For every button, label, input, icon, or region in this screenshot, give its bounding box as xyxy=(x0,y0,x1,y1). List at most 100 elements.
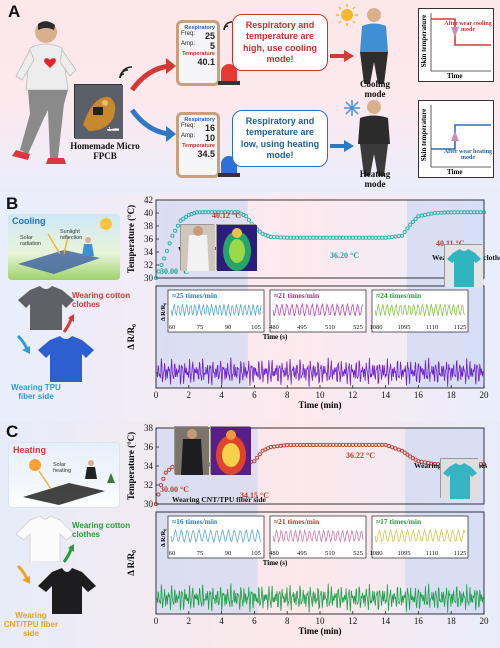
sunlight-reflection-label: Sunlight reflection xyxy=(60,229,83,241)
temperature-point xyxy=(340,235,346,240)
inset-tick-label: 525 xyxy=(353,324,363,331)
x-tick-label: 8 xyxy=(285,390,290,400)
temperature-point xyxy=(291,443,296,448)
temperature-point xyxy=(159,262,164,268)
temperature-point xyxy=(376,442,382,447)
temperature-point xyxy=(380,235,385,240)
inset-title: ≈21 times/min xyxy=(274,291,320,300)
x-tick-label: 0 xyxy=(154,616,159,626)
x-tick-label: 10 xyxy=(316,616,326,626)
person-cooling-mode xyxy=(360,8,388,84)
panel-b: B Cooling Solar radiation Sunlight refle… xyxy=(0,194,500,422)
inset-tick-label: 480 xyxy=(269,550,279,557)
temperature-point xyxy=(311,442,316,447)
x-tick-label: 12 xyxy=(348,390,357,400)
temperature-point xyxy=(405,452,410,457)
arrow-up-icon xyxy=(62,544,74,563)
temperature-point xyxy=(347,442,352,447)
temperature-point xyxy=(337,235,342,240)
y-tick-label: 34 xyxy=(144,247,154,257)
temperature-point xyxy=(317,235,323,240)
temperature-point xyxy=(373,235,378,240)
temperature-point xyxy=(357,442,362,447)
temperature-point xyxy=(393,446,398,451)
cooling-scene-title: Cooling xyxy=(12,216,46,226)
photo-cnt-wearer xyxy=(174,426,209,475)
temperature-point xyxy=(327,235,332,240)
temperature-point xyxy=(357,235,362,240)
inset-signal xyxy=(170,303,262,317)
temperature-point xyxy=(275,235,280,240)
temperature-point xyxy=(402,450,407,455)
temperature-point xyxy=(301,442,306,448)
inset-title: ≈17 times/min xyxy=(376,517,422,526)
temperature-point xyxy=(314,235,319,240)
temperature-point xyxy=(321,235,326,240)
inset-tick-label: 1125 xyxy=(454,324,467,331)
x-tick-label: 12 xyxy=(348,616,357,626)
temperature-point xyxy=(298,235,303,240)
inset-tick-label: 75 xyxy=(197,550,204,557)
cooling-mode-label: Cooling mode xyxy=(359,79,390,99)
phone-top-temp: 40.1 xyxy=(197,57,215,67)
x-tick-label: 20 xyxy=(480,390,490,400)
mini-chart-cooling: Skin temperature Time After wear cooling… xyxy=(418,8,494,82)
temperature-point xyxy=(331,442,336,447)
temperature-point xyxy=(173,228,178,233)
chart-annotation: 30.00 °C xyxy=(160,485,189,494)
inset-tick-label: 495 xyxy=(297,550,307,557)
temperature-point xyxy=(308,442,313,448)
temperature-point xyxy=(481,462,487,467)
x-tick-label: 6 xyxy=(252,616,257,626)
cotton-shirt-white xyxy=(15,516,75,562)
cotton-clothes-label: Wearing cotton clothes xyxy=(72,291,131,309)
temperature-point xyxy=(200,210,205,215)
temperature-point xyxy=(367,442,372,447)
temperature-axis-label: Temperature (°C) xyxy=(126,205,136,273)
y-tick-label: 42 xyxy=(144,195,153,205)
y-tick-label: 34 xyxy=(144,461,154,471)
x-tick-label: 4 xyxy=(219,390,224,400)
thermal-image-tpu xyxy=(216,224,257,271)
x-tick-label: 2 xyxy=(187,390,192,400)
phone-top-temperature: Temperature xyxy=(182,51,215,57)
resistance-axis-label: Δ R/R₀ xyxy=(126,550,136,576)
temperature-point xyxy=(181,216,186,221)
x-tick-label: 16 xyxy=(414,616,424,626)
temperature-point xyxy=(257,229,262,234)
cnt-fiber-label: Wearing CNT/TPU fiber side xyxy=(3,611,59,638)
x-tick-label: 4 xyxy=(219,616,224,626)
temperature-point xyxy=(291,235,296,240)
x-tick-label: 10 xyxy=(316,390,326,400)
inset-title: ≈24 times/min xyxy=(376,291,422,300)
temperature-point xyxy=(308,235,313,240)
temperature-point xyxy=(390,234,395,239)
temperature-point xyxy=(399,448,405,453)
heating-scene: Heating Solar heating xyxy=(8,442,120,508)
temperature-point xyxy=(376,235,382,240)
mini-cooling-ylabel: Skin temperature xyxy=(420,14,428,68)
inset-title: ≈21 times/min xyxy=(274,517,320,526)
temperature-point xyxy=(304,442,309,448)
inset-frame xyxy=(167,515,265,559)
temperature-point xyxy=(334,442,339,447)
temperature-point xyxy=(331,235,336,240)
inset-tick-label: 1080 xyxy=(370,324,383,331)
up-arrow-icon xyxy=(451,131,459,141)
temperature-point xyxy=(272,235,277,240)
inset-y-label: Δ R/R₀ xyxy=(160,529,167,548)
tpu-shirt-blue xyxy=(38,336,94,382)
temperature-point xyxy=(163,470,168,475)
temperature-point xyxy=(396,447,401,452)
x-tick-label: 18 xyxy=(447,390,457,400)
temperature-point xyxy=(373,442,378,447)
inset-frame xyxy=(269,289,367,333)
resistance-signal xyxy=(156,357,484,387)
temperature-point xyxy=(285,235,290,240)
time-axis-label: Time (min) xyxy=(298,400,341,410)
x-tick-label: 2 xyxy=(187,616,192,626)
temperature-point xyxy=(360,442,365,447)
inset-tick-label: 495 xyxy=(297,324,307,331)
